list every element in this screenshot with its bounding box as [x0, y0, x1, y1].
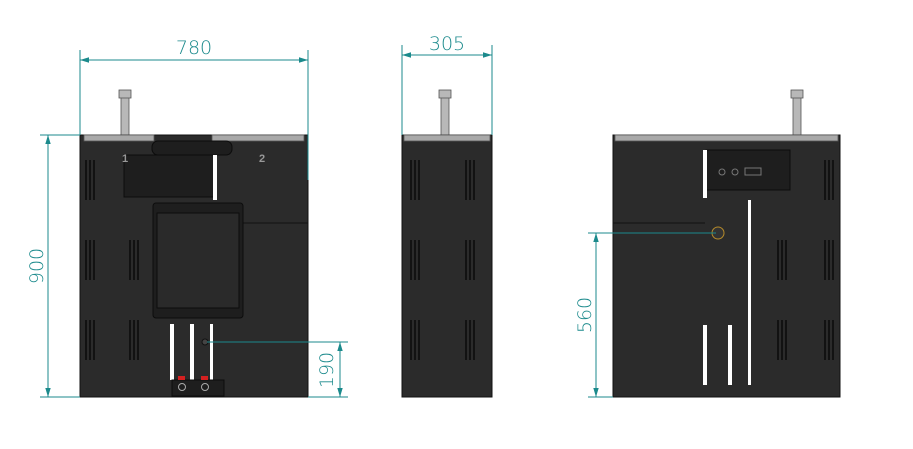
dimension-lower-connector: 190 [207, 341, 348, 398]
height-value: 900 [26, 248, 48, 284]
width-value: 780 [176, 37, 212, 59]
dimension-side-connector: 560 [574, 232, 716, 398]
dimension-height: 900 [26, 134, 80, 398]
rear-view [612, 89, 841, 398]
dimension-width: 780 [79, 37, 309, 180]
dimension-depth: 305 [401, 33, 493, 135]
cabinet-label-2: 2 [259, 153, 265, 165]
depth-value: 305 [429, 33, 465, 55]
red-connector [201, 376, 208, 380]
side-connector-height-value: 560 [574, 297, 596, 333]
lower-connector-height-value: 190 [316, 352, 338, 388]
red-connector [178, 376, 185, 380]
carry-handle [120, 91, 130, 137]
cabinet-label-1: 1 [122, 153, 128, 165]
side-view [401, 89, 493, 398]
front-view: 1 2 [79, 89, 309, 398]
